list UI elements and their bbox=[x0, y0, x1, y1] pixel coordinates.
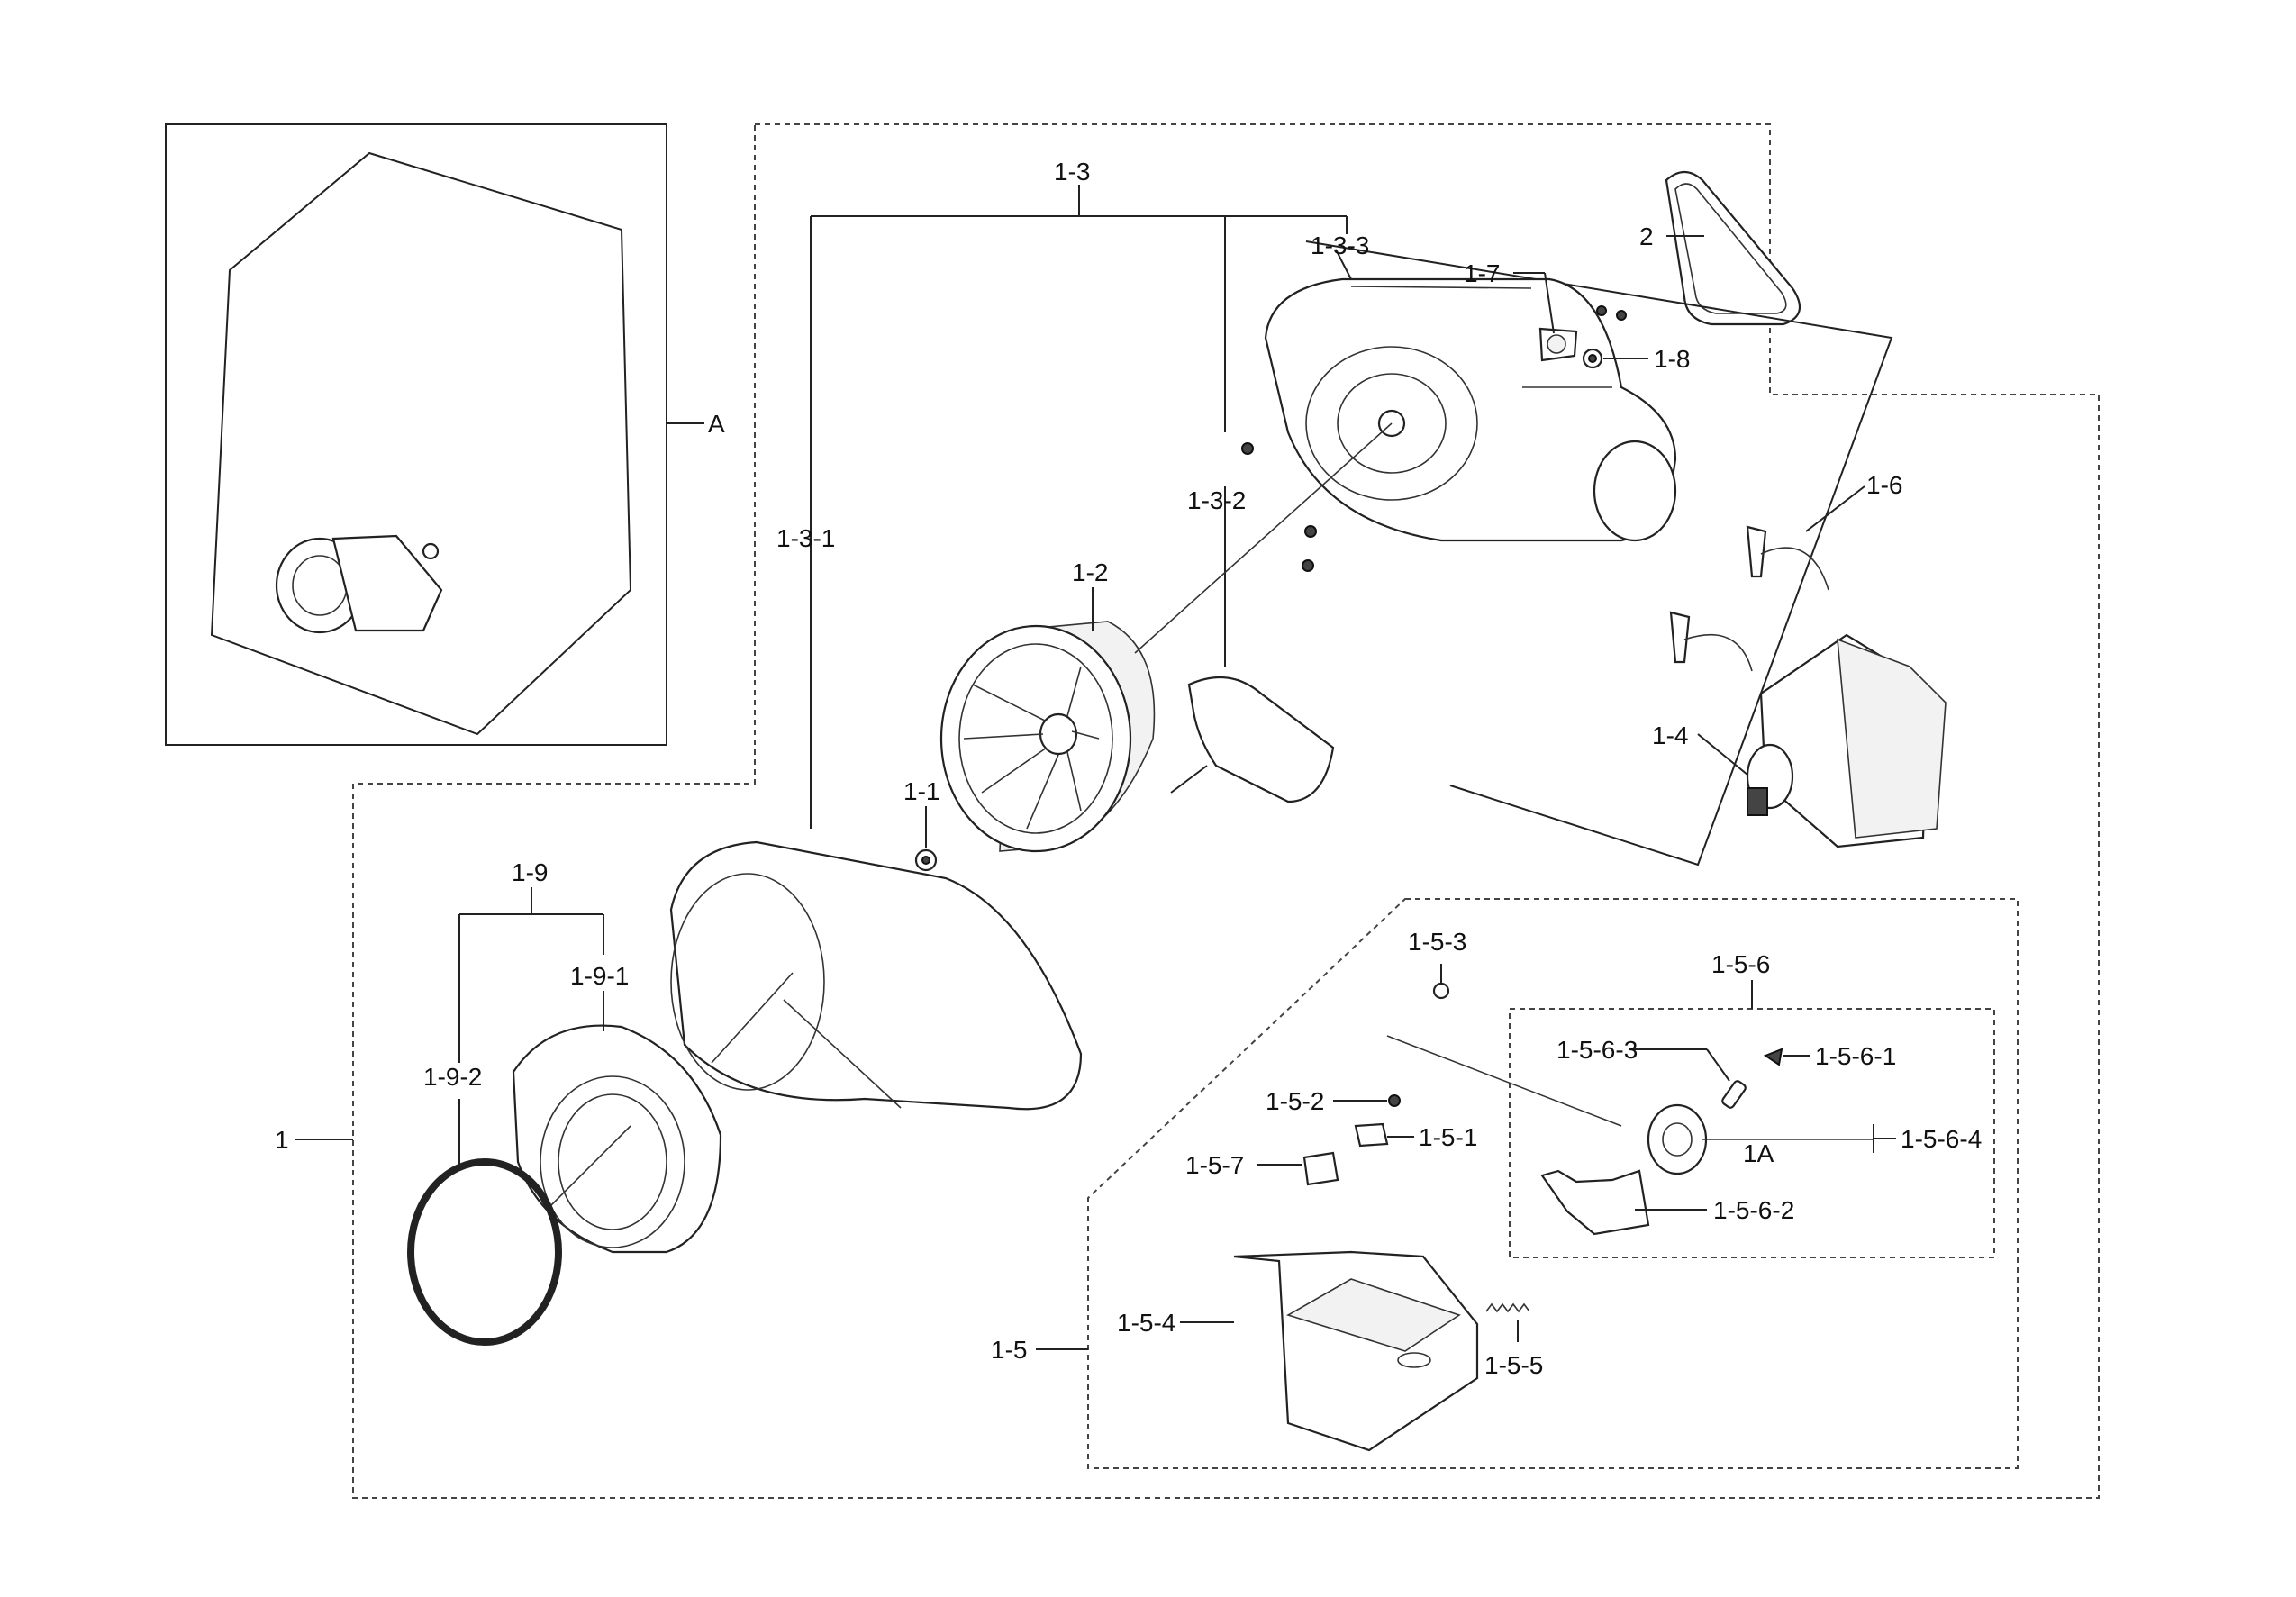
label-1-3-1: 1-3-1 bbox=[776, 524, 835, 552]
group-1-5-6: 1-5-6 bbox=[1711, 950, 1770, 1009]
switch-part-1-5-1: 1-5-1 bbox=[1354, 1122, 1477, 1151]
label-1-3: 1-3 bbox=[1054, 158, 1090, 186]
label-2: 2 bbox=[1639, 222, 1654, 250]
label-1-5-5: 1-5-5 bbox=[1484, 1351, 1543, 1379]
label-1-5: 1-5 bbox=[991, 1336, 1027, 1364]
label-A: A bbox=[708, 410, 725, 438]
fan-wheel-part-1-2: 1-2 bbox=[939, 422, 1393, 853]
cap-part-1-5-6-1: 1-5-6-1 bbox=[1763, 1042, 1896, 1070]
motor-clips-part-1-6: 1-6 bbox=[1669, 471, 1902, 672]
screw-part-1-5-3: 1-5-3 bbox=[1386, 928, 1622, 1127]
label-1-5-7: 1-5-7 bbox=[1185, 1151, 1244, 1179]
label-1-5-4: 1-5-4 bbox=[1117, 1309, 1175, 1337]
bracket-part-1-5-6-2: 1-5-6-2 bbox=[1540, 1169, 1794, 1236]
idler-part-1-7: 1-7 bbox=[1464, 259, 1627, 362]
gasket-part-1-9-2: 1-9-2 bbox=[407, 1063, 562, 1346]
spring-part-1-5-5: 1-5-5 bbox=[1484, 1302, 1543, 1379]
label-1-9-2: 1-9-2 bbox=[423, 1063, 482, 1091]
label-1-5-6: 1-5-6 bbox=[1711, 950, 1770, 978]
label-1-1: 1-1 bbox=[903, 777, 939, 805]
label-1-9-1: 1-9-1 bbox=[570, 962, 629, 990]
label-1-2: 1-2 bbox=[1072, 558, 1108, 586]
belt-part-2: 2 bbox=[1639, 170, 1801, 326]
overview-blower-assembly bbox=[275, 534, 443, 634]
label-1-6: 1-6 bbox=[1866, 471, 1902, 499]
label-1-3-3: 1-3-3 bbox=[1311, 231, 1369, 259]
dryer-cabinet-outline bbox=[210, 151, 632, 736]
housing-part-1-3-1 bbox=[669, 840, 1083, 1111]
label-1-5-6-3: 1-5-6-3 bbox=[1556, 1036, 1638, 1064]
label-1-8: 1-8 bbox=[1654, 345, 1690, 373]
overview-inset: A bbox=[165, 123, 725, 746]
assembly-1-5-boundary bbox=[1087, 898, 2019, 1469]
screw-part-1-5-2: 1-5-2 bbox=[1266, 1087, 1401, 1115]
label-1-5-2: 1-5-2 bbox=[1266, 1087, 1324, 1115]
label-1-4: 1-4 bbox=[1652, 721, 1688, 749]
screw-part-1-8: 1-8 bbox=[1582, 345, 1690, 373]
pulley-part-1-5-6-4: 1-5-6-4 1A bbox=[1647, 1103, 1982, 1175]
seal-part-1-3-2 bbox=[1170, 676, 1335, 803]
label-1-5-6-2: 1-5-6-2 bbox=[1713, 1196, 1794, 1224]
motor-part-1-4: 1-4 bbox=[1652, 633, 1947, 848]
motor-plane bbox=[1305, 240, 1893, 867]
label-1-9: 1-9 bbox=[512, 858, 548, 886]
label-1-5-6-4: 1-5-6-4 bbox=[1901, 1125, 1982, 1153]
switch-part-1-5-7: 1-5-7 bbox=[1185, 1151, 1339, 1186]
label-1-3-2: 1-3-2 bbox=[1187, 486, 1246, 514]
shaft-part-1-5-6-3: 1-5-6-3 bbox=[1556, 1036, 1747, 1109]
label-1-5-6-1: 1-5-6-1 bbox=[1815, 1042, 1896, 1070]
housing-cover-part-1-3-3: 1-3-3 bbox=[1241, 231, 1677, 572]
bracket-part-1-5-4: 1-5-4 bbox=[1117, 1250, 1479, 1452]
housing-group-1-3: 1-3 1-3-1 1-3-2 bbox=[776, 158, 1348, 829]
nut-part-1-1: 1-1 bbox=[903, 777, 939, 872]
label-1-5-3: 1-5-3 bbox=[1408, 928, 1466, 956]
label-1-7: 1-7 bbox=[1464, 259, 1500, 287]
label-1: 1 bbox=[275, 1126, 289, 1154]
label-1-5-1: 1-5-1 bbox=[1419, 1123, 1477, 1151]
duct-group-1-9: 1-9 bbox=[458, 858, 604, 1063]
assembly-1-boundary bbox=[352, 123, 2100, 1499]
label-1A: 1A bbox=[1743, 1139, 1774, 1167]
duct-part-1-9-1: 1-9-1 bbox=[512, 962, 722, 1254]
